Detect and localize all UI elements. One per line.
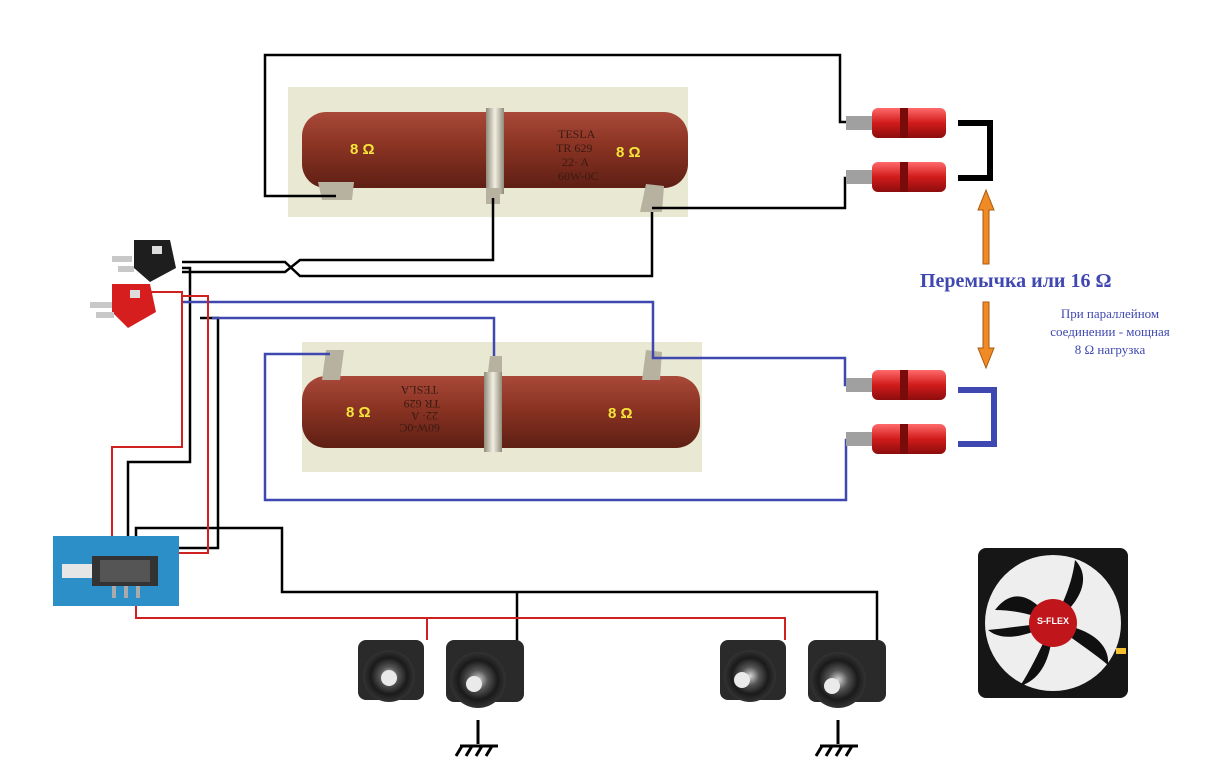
binding-post-bottom-1 bbox=[846, 370, 946, 400]
resistor-top-code: 22· A bbox=[562, 155, 589, 169]
resistor-bottom-left-value: 8 Ω bbox=[346, 404, 371, 421]
jumper-arrow-up bbox=[977, 188, 995, 265]
ground-icon-2 bbox=[814, 720, 858, 757]
jack-2 bbox=[446, 640, 524, 708]
resistor-bottom-code: 22· A bbox=[411, 409, 438, 423]
cooling-fan: S-FLEX bbox=[978, 548, 1128, 698]
black-wires bbox=[126, 53, 993, 650]
ground-icon-1 bbox=[454, 720, 498, 757]
jack-1 bbox=[358, 640, 424, 702]
resistor-top-left-value: 8 Ω bbox=[350, 141, 375, 158]
red-wires bbox=[111, 291, 786, 640]
binding-post-bottom-2 bbox=[846, 424, 946, 454]
resistor-bottom-model: TR 629 bbox=[404, 397, 440, 411]
speaker-plug-red bbox=[90, 284, 156, 328]
resistor-top-model: TR 629 bbox=[556, 141, 592, 155]
speaker-plug-black bbox=[112, 240, 176, 282]
push-switch bbox=[53, 536, 179, 606]
resistor-top-brand: TESLA bbox=[558, 127, 596, 141]
parallel-note: При параллейном соединении - мощная 8 Ω … bbox=[1020, 305, 1200, 359]
resistor-top-right-value: 8 Ω bbox=[616, 144, 641, 161]
jumper-arrow-down bbox=[977, 301, 995, 370]
resistor-bottom: 8 Ω 8 Ω 60W-0C 22· A TR 629 TESLA bbox=[302, 342, 702, 472]
binding-post-top-2 bbox=[846, 162, 946, 192]
fan-brand: S-FLEX bbox=[1037, 616, 1069, 626]
resistor-bottom-right-value: 8 Ω bbox=[608, 405, 633, 422]
jack-4 bbox=[808, 640, 886, 708]
note-line-1: При параллейном bbox=[1060, 306, 1160, 321]
note-line-2: соединении - мощная bbox=[1050, 324, 1170, 339]
resistor-top-power: 60W-0C bbox=[558, 169, 599, 183]
resistor-top: 8 Ω 8 Ω TESLA TR 629 22· A 60W-0C bbox=[288, 87, 688, 217]
jack-3 bbox=[720, 640, 786, 702]
jumper-label: Перемычка или 16 Ω bbox=[920, 270, 1112, 292]
binding-post-top-1 bbox=[846, 108, 946, 138]
note-line-3: 8 Ω нагрузка bbox=[1074, 342, 1146, 357]
resistor-bottom-power: 60W-0C bbox=[399, 421, 440, 435]
resistor-bottom-brand: TESLA bbox=[400, 383, 438, 397]
